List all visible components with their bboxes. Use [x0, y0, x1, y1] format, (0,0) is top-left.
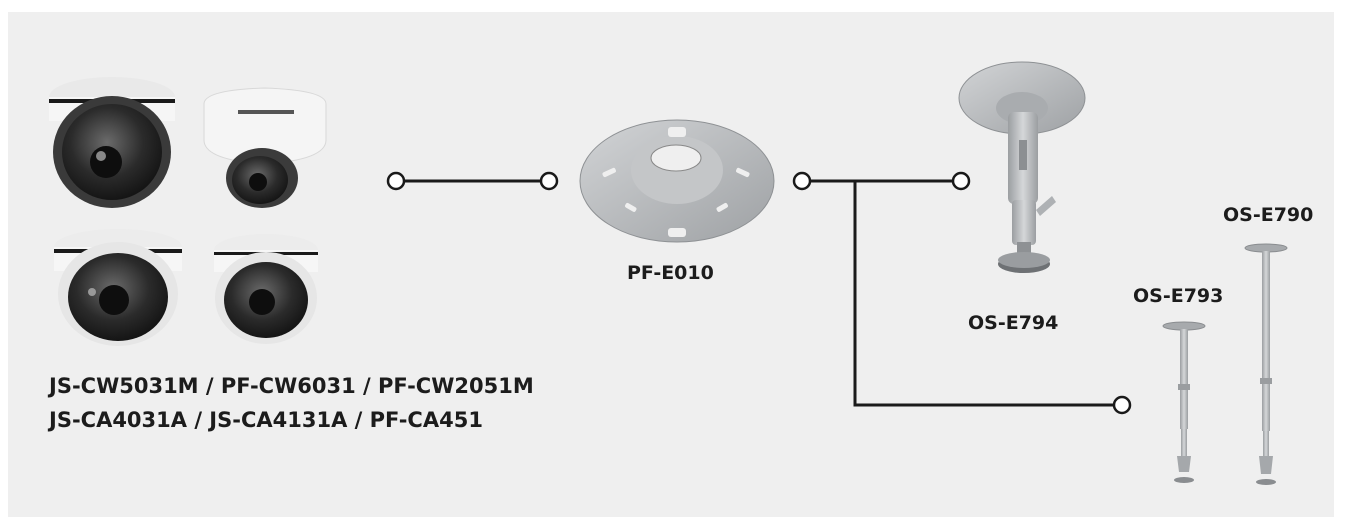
os-e793-pole	[1163, 322, 1205, 483]
connector-node	[388, 173, 404, 189]
os-e790-pole	[1245, 244, 1287, 485]
label-os-e790: OS-E790	[1223, 204, 1313, 226]
connector-node	[1114, 397, 1130, 413]
dome-camera-1	[49, 77, 175, 208]
connector-cameras-to-pf-e010	[388, 173, 557, 189]
connector-node	[794, 173, 810, 189]
label-pf-e010: PF-E010	[627, 262, 714, 284]
camera-models-caption-line-2: JS-CA4031A / JS-CA4131A / PF-CA451	[49, 408, 483, 432]
os-e794-bracket	[959, 62, 1085, 273]
pf-e010-mount-plate	[580, 120, 774, 242]
connector-pf-e010-to-brackets	[794, 173, 1130, 413]
connector-node	[953, 173, 969, 189]
dome-camera-3	[54, 229, 182, 346]
label-os-e794: OS-E794	[968, 312, 1058, 334]
connector-node	[541, 173, 557, 189]
label-os-e793: OS-E793	[1133, 285, 1223, 307]
dome-camera-2	[204, 88, 326, 208]
dome-camera-4	[214, 234, 318, 344]
camera-models-caption-line-1: JS-CW5031M / PF-CW6031 / PF-CW2051M	[49, 374, 534, 398]
